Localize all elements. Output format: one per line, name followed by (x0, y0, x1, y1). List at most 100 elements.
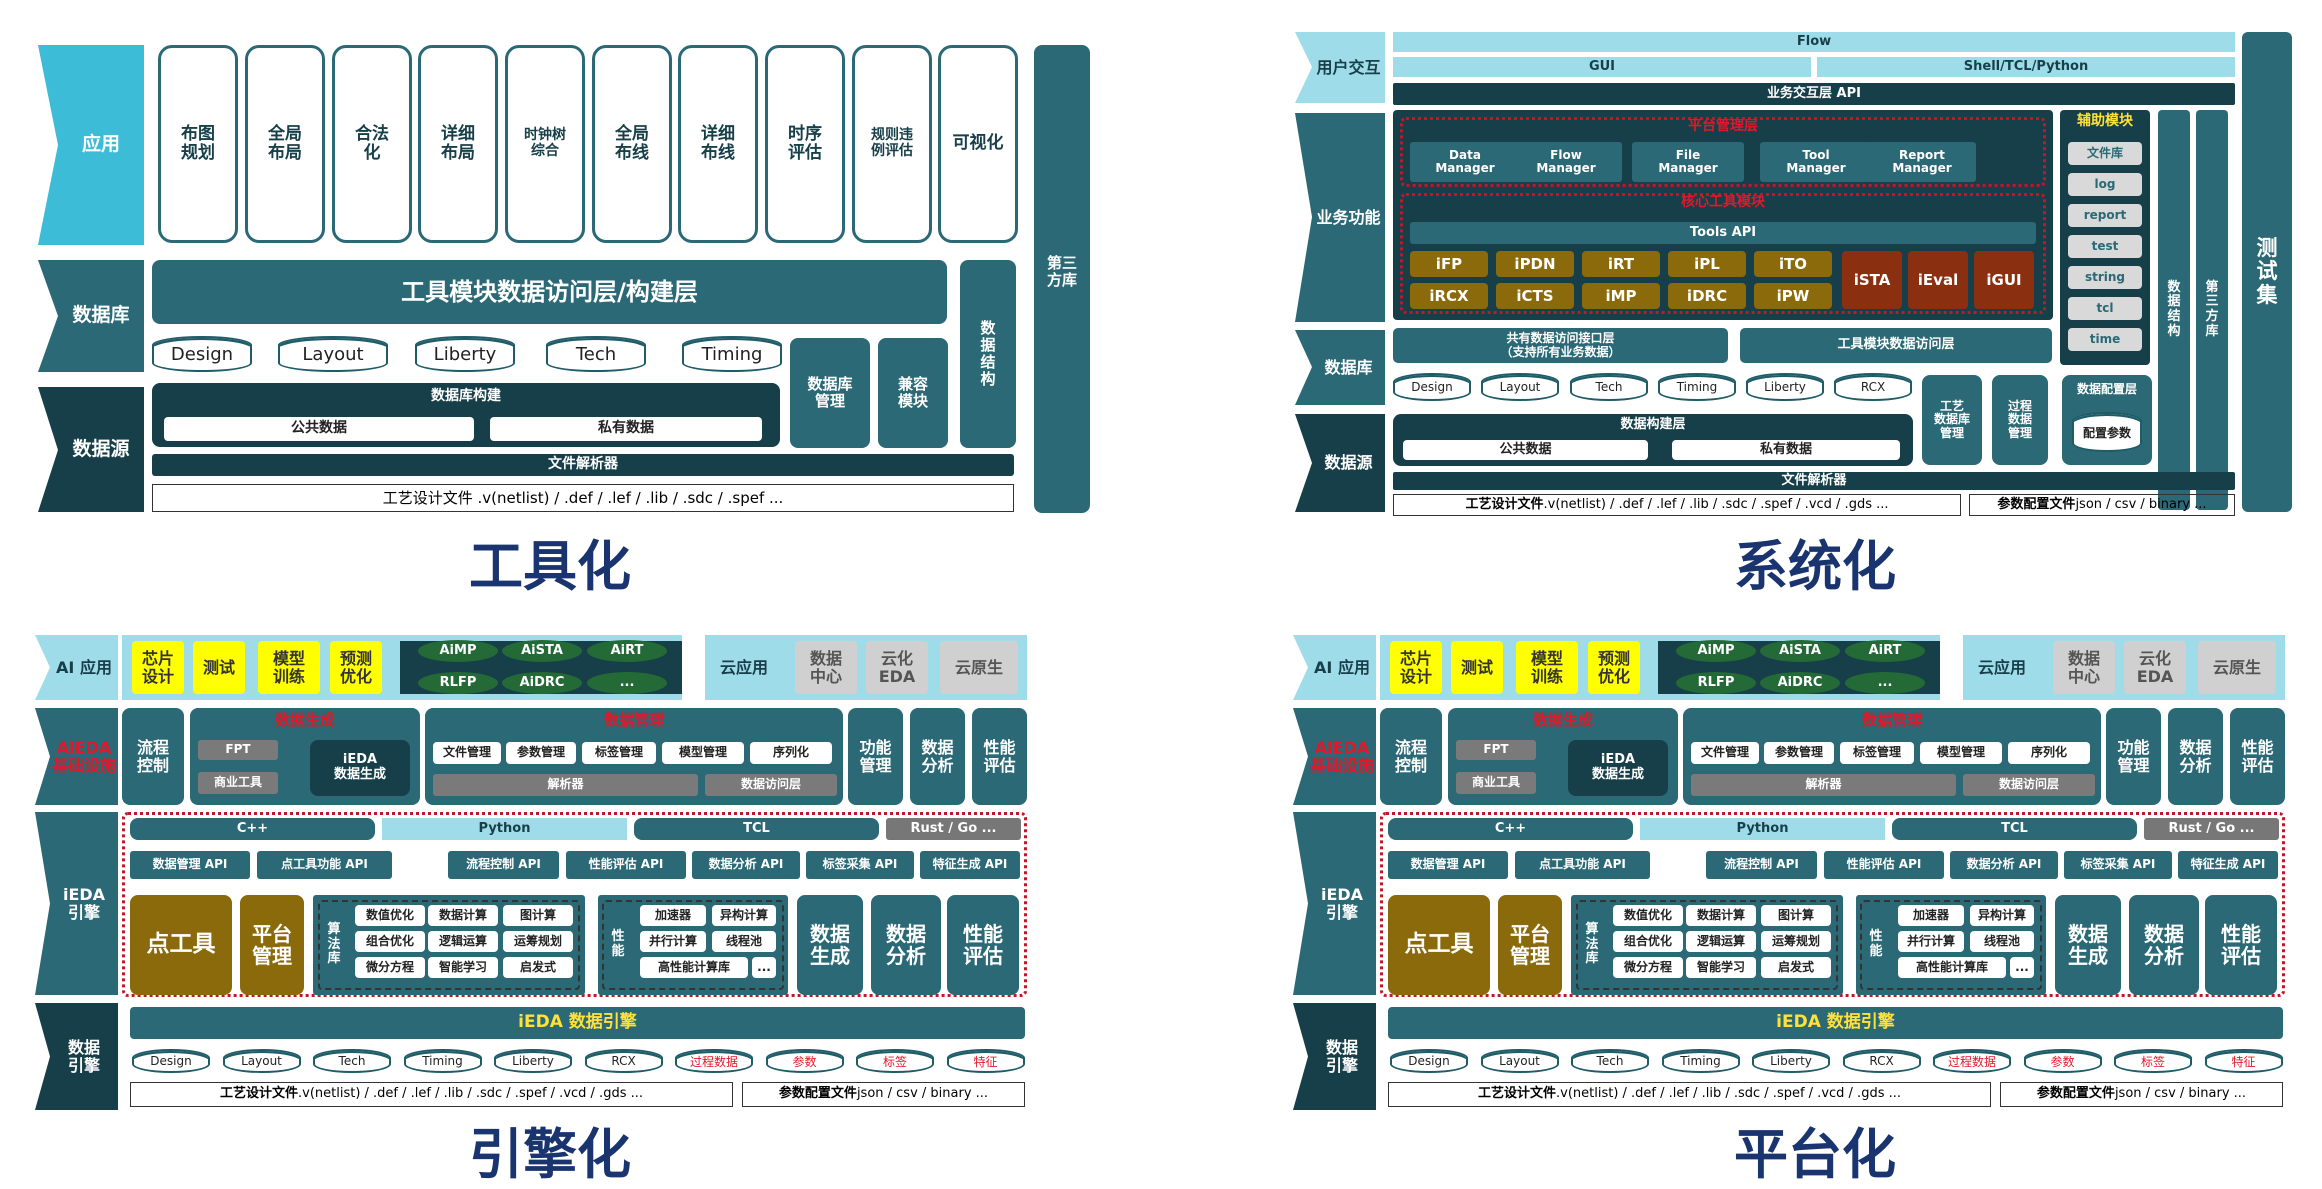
plat-api-1: 点工具功能 API (1515, 851, 1650, 879)
q1-side-src: 数据源 (72, 437, 130, 460)
eng-cyl-5: RCX (584, 1049, 663, 1073)
eng-pill-1: AiSTA (502, 640, 582, 662)
eng-files: 工艺设计文件 .v(netlist) / .def / .lef / .lib … (130, 1082, 733, 1107)
plat-cfg-label: 参数配置文件 (2036, 1086, 2115, 1102)
eng-api-2: 流程控制 API (448, 851, 559, 879)
q2-third-lib: 第 三 方 库 (2196, 110, 2228, 510)
eng-perf-label: 性 能 (611, 929, 625, 959)
plat-cloud-2: 云原生 (2198, 641, 2276, 694)
plat-api-0: 数据管理 API (1388, 851, 1508, 879)
q2-aux-6: time (2068, 328, 2142, 351)
plat-point-tool: 点工具 (1388, 895, 1490, 995)
eng-alg-7: 智能学习 (428, 957, 498, 978)
plat-pill-5: ... (1845, 672, 1925, 694)
q1-public-data: 公共数据 (164, 417, 474, 441)
eng-right-0: 功能 管理 (848, 708, 903, 805)
q2-side-src: 数据源 (1324, 453, 1373, 473)
q2-plat-frame (1400, 117, 2046, 187)
q2-tool1-3: iPL (1668, 251, 1746, 277)
q1-compat: 兼容 模块 (878, 338, 948, 448)
q2-db-5: RCX (1834, 373, 1912, 401)
eng-lang-1: Python (382, 818, 627, 840)
plat-right-2: 性能 评估 (2230, 708, 2285, 805)
eng-perf-4: 高性能计算库 (640, 957, 748, 978)
eng-cyl-2: Tech (313, 1049, 391, 1073)
eng-engine-frame (122, 812, 1027, 997)
eng-side-3: 数据 引擎 (67, 1037, 100, 1075)
plat-big-0: 数据 生成 (2055, 895, 2121, 995)
plat-alg-7: 智能学习 (1686, 957, 1756, 978)
plat-perf-1: 异构计算 (1970, 905, 2034, 926)
plat-cyl-5: RCX (1842, 1049, 1921, 1073)
plat-perf-frame (1860, 900, 2042, 990)
plat-cyl-1: Layout (1480, 1049, 1559, 1073)
plat-pill-4: AiDRC (1760, 672, 1840, 694)
eng-lang-3: Rust / Go ... (886, 818, 1021, 840)
q2-shell: Shell/TCL/Python (1817, 57, 2235, 77)
q2-db-2: Tech (1570, 373, 1648, 401)
q2-tool3-2: iGUI (1974, 251, 2034, 309)
q1-files: 工艺设计文件 .v(netlist) / .def / .lef / .lib … (152, 484, 1014, 512)
plat-cfg-files: 参数配置文件 json / csv / binary ... (2000, 1082, 2283, 1107)
q1-data-struct: 数 据 结 构 (960, 260, 1016, 448)
q1-db-0: Design (152, 336, 252, 372)
plat-dm-0: 文件管理 (1691, 742, 1759, 764)
plat-big-2: 性能 评估 (2205, 895, 2277, 995)
plat-cloud-0: 数据 中心 (2053, 641, 2115, 694)
eng-iedagen: iEDA 数据生成 (310, 740, 410, 796)
plat-dm-2: 标签管理 (1840, 742, 1914, 764)
plat-right-1: 数据 分析 (2168, 708, 2223, 805)
eng-cloud-label: 云应用 (719, 657, 768, 677)
q1-app-5: 全局 布线 (592, 45, 672, 243)
q1-side-db: 数据库 (72, 304, 130, 327)
plat-dm-3: 模型管理 (1920, 742, 2002, 764)
eng-ai-0: 芯片 设计 (132, 641, 184, 694)
plat-dm-4: 序列化 (2008, 742, 2090, 764)
eng-pill-0: AiMP (418, 640, 498, 662)
eng-pill-3: RLFP (418, 672, 498, 694)
title-tooling: 工具化 (469, 535, 631, 598)
q1-app-7: 时序 评估 (765, 45, 845, 243)
plat-dal: 数据访问层 (1963, 774, 2095, 796)
eng-big-0: 数据 生成 (797, 895, 863, 995)
plat-alg-8: 启发式 (1761, 957, 1831, 978)
plat-alg-3: 组合优化 (1613, 931, 1683, 952)
q2-tools-api: Tools API (1410, 222, 2036, 244)
plat-alg-label: 算 法 库 (1585, 922, 1599, 967)
q2-side-ui: 用户交互 (1316, 57, 1381, 77)
q2-aux-0: 文件库 (2068, 142, 2142, 165)
eng-alg-frame (318, 900, 580, 990)
q1-file-parser: 文件解析器 (152, 454, 1014, 476)
eng-cyl-6: 过程数据 (675, 1049, 753, 1073)
q2-tool2-3: iDRC (1668, 283, 1746, 309)
q2-aux-1: log (2068, 173, 2142, 196)
eng-cyl-9: 特征 (946, 1049, 1025, 1073)
q2-tool3-0: iSTA (1842, 251, 1902, 309)
eng-cyl-4: Liberty (494, 1049, 572, 1073)
plat-dm-1: 参数管理 (1764, 742, 1834, 764)
q2-plat-title: 平台管理层 (1688, 119, 1758, 135)
q2-core-frame (1400, 193, 2046, 314)
q2-proc-data: 过程 数据 管理 (1992, 375, 2048, 465)
plat-cyl-2: Tech (1571, 1049, 1649, 1073)
plat-parser: 解析器 (1691, 774, 1956, 796)
plat-big-1: 数据 分析 (2129, 895, 2199, 995)
plat-ai-0: 芯片 设计 (1390, 641, 1442, 694)
plat-perf-label: 性 能 (1869, 929, 1883, 959)
q2-tech-db: 工艺 数据库 管理 (1922, 375, 1982, 465)
eng-alg-6: 微分方程 (355, 957, 425, 978)
eng-ai-2: 模型 训练 (258, 641, 320, 694)
plat-perf-0: 加速器 (1898, 905, 1964, 926)
q2-aux-2: report (2068, 204, 2142, 227)
plat-alg-0: 数值优化 (1613, 905, 1683, 926)
eng-alg-2: 图计算 (503, 905, 573, 926)
eng-com: 商业工具 (198, 772, 278, 794)
eng-pill-2: AiRT (587, 640, 667, 662)
plat-api-4: 数据分析 API (1950, 851, 2058, 879)
eng-perf-1: 异构计算 (712, 905, 776, 926)
plat-data-engine: iEDA 数据引擎 (1388, 1007, 2283, 1039)
plat-alg-1: 数据计算 (1686, 905, 1756, 926)
plat-perf-4: 高性能计算库 (1898, 957, 2006, 978)
